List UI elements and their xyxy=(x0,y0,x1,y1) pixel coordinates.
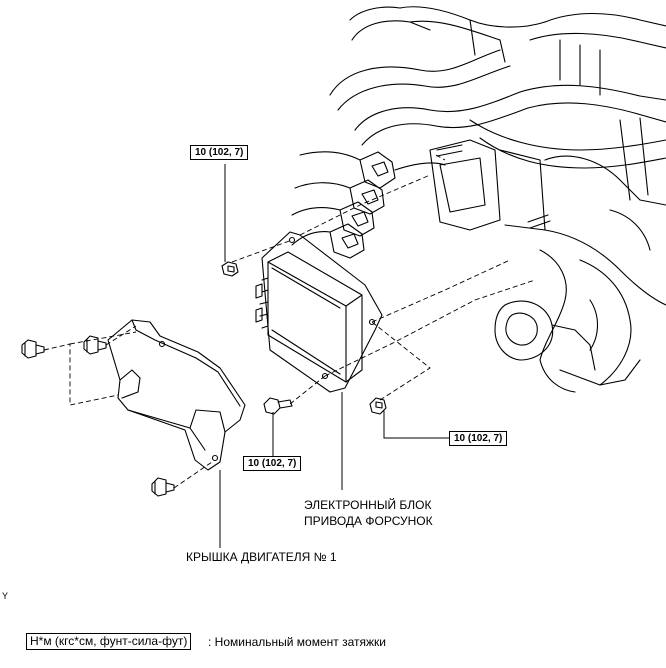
nut-right xyxy=(369,397,387,415)
assembly-lines xyxy=(43,154,536,489)
clip-lower xyxy=(151,477,175,497)
injector-driver-unit xyxy=(255,231,383,393)
nut-top xyxy=(221,261,239,277)
injector-driver-label-line1: ЭЛЕКТРОННЫЙ БЛОК xyxy=(304,498,432,512)
leader-lines xyxy=(219,164,449,548)
engine-cover-no1 xyxy=(107,319,246,471)
clip-upper xyxy=(83,335,107,355)
clip-left xyxy=(21,339,45,359)
injector-driver-label-line2: ПРИВОДА ФОРСУНОК xyxy=(304,514,433,528)
torque-spec-label: 10 (102, 7) xyxy=(190,145,249,160)
injector-connectors xyxy=(291,151,446,259)
corner-letter: Y xyxy=(2,591,9,601)
engine-cover-label: КРЫШКА ДВИГАТЕЛЯ № 1 xyxy=(186,550,337,564)
bolt-middle xyxy=(263,397,293,415)
torque-spec-label: 10 (102, 7) xyxy=(243,456,302,471)
legend-description: : Номинальный момент затяжки xyxy=(208,635,386,649)
torque-spec-label: 10 (102, 7) xyxy=(449,431,508,446)
legend-unit-box: Н*м (кгс*см, фунт-сила-фут) xyxy=(26,633,192,650)
engine-block xyxy=(329,6,666,393)
